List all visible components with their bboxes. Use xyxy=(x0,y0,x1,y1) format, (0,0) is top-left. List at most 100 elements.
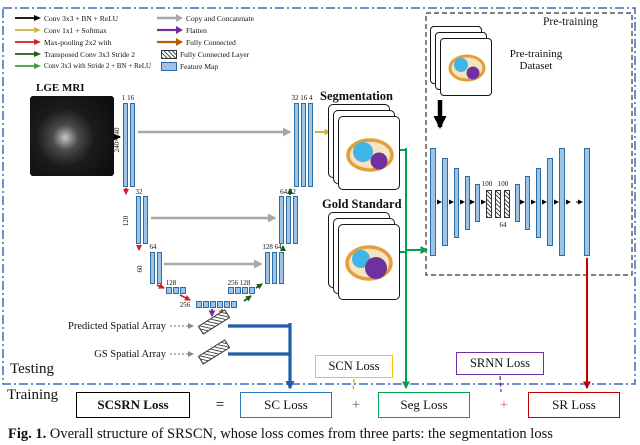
feature-map-bar xyxy=(150,252,155,284)
channels-label: 256 xyxy=(179,301,191,309)
feature-map-bar xyxy=(265,252,270,284)
figure-caption: Fig. 1. Overall structure of SRSCN, whos… xyxy=(8,426,636,443)
legend-item: Feature Map xyxy=(156,61,218,71)
feature-map-bar xyxy=(293,196,298,244)
feature-map-bar xyxy=(272,252,277,284)
feature-map-bar xyxy=(442,158,448,246)
feature-map-bar xyxy=(525,176,530,230)
legend-label: Conv 3x3 with Stride 2 + BN + ReLU xyxy=(44,62,152,70)
conv-3x3-arrow-icon xyxy=(15,15,41,21)
fc-size-label: 64 xyxy=(499,221,507,229)
gold-standard-stack-card xyxy=(338,224,400,300)
fc-size-label: 100 xyxy=(481,180,493,188)
feature-map-cell xyxy=(249,287,255,294)
sr-loss-box: SR Loss xyxy=(528,392,620,418)
channels-label: 128 64 xyxy=(262,243,282,251)
legend-label: Feature Map xyxy=(180,61,219,71)
caption-prefix: Fig. 1. xyxy=(8,426,47,442)
scsrn-loss-box: SCSRN Loss xyxy=(76,392,190,418)
conv-stride2-arrow-icon xyxy=(15,63,41,69)
max-pooling-arrow-icon xyxy=(15,39,41,45)
gold-standard-blobs xyxy=(345,245,393,281)
size-label: 60 xyxy=(136,265,144,273)
feature-map-cell xyxy=(196,301,202,308)
feature-map-bar xyxy=(584,148,590,256)
feature-map-bar xyxy=(430,148,436,256)
feature-map-bar xyxy=(559,148,565,256)
copy-concatenate-arrows xyxy=(138,127,292,269)
legend-label: Fully Connected xyxy=(186,37,236,47)
channels-label: 32 xyxy=(135,188,143,196)
testing-label: Testing xyxy=(10,361,54,377)
feature-map-cell xyxy=(242,287,248,294)
channels-label: 1 16 xyxy=(121,94,135,102)
legend-label: Fully Connected Layer xyxy=(180,49,250,59)
plus-sign: + xyxy=(499,397,509,413)
feature-map-icon xyxy=(161,61,177,71)
feature-map-cell xyxy=(210,301,216,308)
fully-connected-layer-bar xyxy=(495,190,501,218)
seg-loss-box: Seg Loss xyxy=(378,392,470,418)
training-label: Training xyxy=(7,387,59,403)
feature-map-cell xyxy=(235,287,241,294)
legend-label: Conv 3x3 + BN + ReLU xyxy=(44,13,119,23)
lge-mri-image xyxy=(30,96,114,176)
feature-map-bar xyxy=(279,196,284,244)
feature-map-bar xyxy=(130,103,135,187)
size-label: 120 xyxy=(122,215,130,227)
feature-map-bar xyxy=(536,168,541,238)
feature-map-bar xyxy=(308,103,313,187)
legend-item: Fully Connected xyxy=(156,37,236,47)
channels-label: 32 16 4 xyxy=(291,94,313,102)
feature-map-cell xyxy=(203,301,209,308)
legend-item: Flatten xyxy=(156,25,207,35)
gs-spatial-array-label: GS Spatial Array xyxy=(94,349,166,360)
seg-loss-lines xyxy=(400,148,428,389)
feature-map-cell xyxy=(173,287,179,294)
pretraining-box-border xyxy=(425,12,633,276)
feature-map-cell xyxy=(217,301,223,308)
legend-item: Conv 1x1 + Softmax xyxy=(14,25,107,35)
channels-label: 256 128 xyxy=(227,279,251,287)
fully-connected-layer-bar xyxy=(486,190,492,218)
feature-map-bar xyxy=(157,252,162,284)
predicted-spatial-array-label: Predicted Spatial Array xyxy=(68,321,166,332)
feature-map-bar xyxy=(454,168,459,238)
legend-item: Transposed Conv 3x3 Stride 2 xyxy=(14,49,135,59)
segmentation-stack-card xyxy=(338,116,400,190)
spatial-array-pointer-arrows xyxy=(170,323,194,357)
legend-label: Transposed Conv 3x3 Stride 2 xyxy=(44,49,135,59)
legend-item: Conv 3x3 with Stride 2 + BN + ReLU xyxy=(14,61,151,71)
equals-sign: = xyxy=(215,397,225,413)
feature-map-bar xyxy=(301,103,306,187)
sc-loss-box: SC Loss xyxy=(240,392,332,418)
feature-map-bar xyxy=(279,252,284,284)
feature-map-cell xyxy=(166,287,172,294)
feature-map-cell xyxy=(231,301,237,308)
copy-concat-arrow-icon xyxy=(157,14,183,22)
legend-item: Fully Connected Layer xyxy=(156,49,249,59)
lge-mri-label: LGE MRI xyxy=(36,82,85,94)
fully-connected-layer-bar xyxy=(504,190,510,218)
feature-map-bar xyxy=(286,196,291,244)
feature-map-bar xyxy=(294,103,299,187)
transposed-conv-arrow-icon xyxy=(15,51,41,57)
legend-label: Flatten xyxy=(186,25,207,35)
channels-label: 64 32 xyxy=(280,188,296,196)
srnn-loss-box: SRNN Loss xyxy=(456,352,544,375)
legend-label: Copy and Concatenate xyxy=(186,13,254,23)
pretraining-dataset-card xyxy=(440,38,492,96)
conv-1x1-softmax-arrow-icon xyxy=(15,27,41,33)
sc-loss-lines xyxy=(228,323,295,390)
fully-connected-arrow-icon xyxy=(157,38,183,46)
pretraining-dataset-blobs xyxy=(448,54,486,82)
channels-label: 128 xyxy=(165,279,177,287)
feature-map-cell xyxy=(224,301,230,308)
flatten-arrow-icon xyxy=(157,26,183,34)
channels-label: 64 xyxy=(149,243,157,251)
feature-map-bar xyxy=(465,176,470,230)
plus-sign: + xyxy=(351,397,361,413)
feature-map-bar xyxy=(515,184,520,222)
legend-label: Max-pooling 2x2 with xyxy=(44,37,112,47)
